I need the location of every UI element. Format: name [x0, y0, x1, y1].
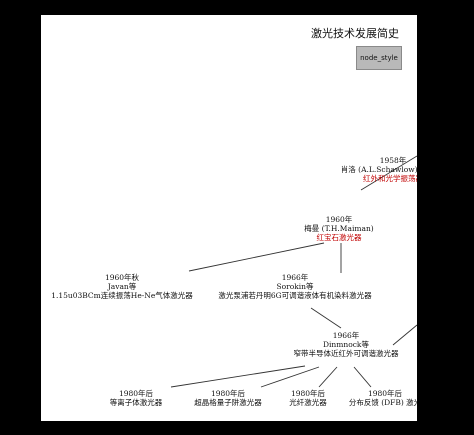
node-1958-year: 1958年 — [379, 156, 407, 165]
node-1960-who: 梅曼 (T.H.Maiman) — [304, 224, 374, 233]
node-1980b-year: 1980年后 — [210, 389, 246, 398]
node-1966d-year: 1966年 — [332, 331, 360, 340]
node-1980d-desc: 分布反馈 (DFB) 激光 — [348, 398, 417, 407]
legend-node-style: node_style — [356, 46, 402, 70]
node-1966d-desc: 窄带半导体近红外可调谐激光器 — [293, 349, 399, 358]
node-1980-fiber: 1980年后 光纤激光器 — [289, 389, 327, 407]
node-1980-dfb: 1980年后 分布反馈 (DFB) 激光 — [349, 389, 417, 407]
node-1980a-desc: 等离子体激光器 — [109, 398, 163, 407]
node-1966-dinmnock: 1966年 Dinmnock等 窄带半导体近红外可调谐激光器 — [294, 331, 399, 358]
edge-1966s-1966d — [310, 307, 342, 329]
node-1966d-who: Dinmnock等 — [323, 340, 369, 349]
node-1958-desc: 红外和光学振荡器 — [363, 174, 417, 183]
node-1980a-year: 1980年后 — [118, 389, 154, 398]
edge-1960-1960q — [188, 242, 325, 272]
node-1960-desc: 红宝石激光器 — [316, 233, 362, 242]
node-1960q-who: Javan等 — [107, 282, 137, 291]
node-1980b-desc: 超晶格量子阱激光器 — [194, 398, 262, 407]
node-1966-sorokin: 1966年 Sorokin等 激光泵浦若丹明6G可调谐液体有机染料激光器 — [218, 273, 371, 300]
node-1960: 1960年 梅曼 (T.H.Maiman) 红宝石激光器 — [304, 215, 373, 242]
node-1980-superlattice: 1980年后 超晶格量子阱激光器 — [194, 389, 262, 407]
node-1960-autumn: 1960年秋 Javan等 1.15u03BCm连续振荡He-Ne气体激光器 — [51, 273, 193, 300]
node-1980-plasma: 1980年后 等离子体激光器 — [110, 389, 163, 407]
edge-1958-1960 — [360, 155, 417, 191]
node-1966s-year: 1966年 — [281, 273, 309, 282]
node-1966s-desc: 激光泵浦若丹明6G可调谐液体有机染料激光器 — [218, 291, 372, 300]
node-1966s-who: Sorokin等 — [276, 282, 314, 291]
edges — [170, 155, 417, 388]
edge-1966d-up — [392, 324, 417, 346]
node-1980c-desc: 光纤激光器 — [289, 398, 327, 407]
legend-label: node_style — [360, 54, 398, 62]
node-1960q-desc: 1.15u03BCm连续振荡He-Ne气体激光器 — [51, 291, 193, 300]
node-1960-year: 1960年 — [325, 215, 353, 224]
node-1958-who: 肖洛 (A.L.Schawlow) / 汤斯 ( — [340, 165, 417, 174]
edge-1966d-1980c — [318, 366, 338, 388]
edge-1966d-1980b — [260, 366, 320, 388]
node-1960q-year: 1960年秋 — [104, 273, 140, 282]
diagram-canvas: 激光技术发展简史 node_style 1958年 肖洛 (A.L.Schawl… — [41, 15, 417, 421]
node-1980d-year: 1980年后 — [367, 389, 403, 398]
node-1980c-year: 1980年后 — [290, 389, 326, 398]
node-1958: 1958年 肖洛 (A.L.Schawlow) / 汤斯 ( 红外和光学振荡器 — [341, 156, 417, 183]
edge-1966d-1980d — [353, 366, 372, 388]
diagram-title: 激光技术发展简史 — [311, 27, 399, 40]
edge-1966d-1980a — [170, 365, 306, 388]
